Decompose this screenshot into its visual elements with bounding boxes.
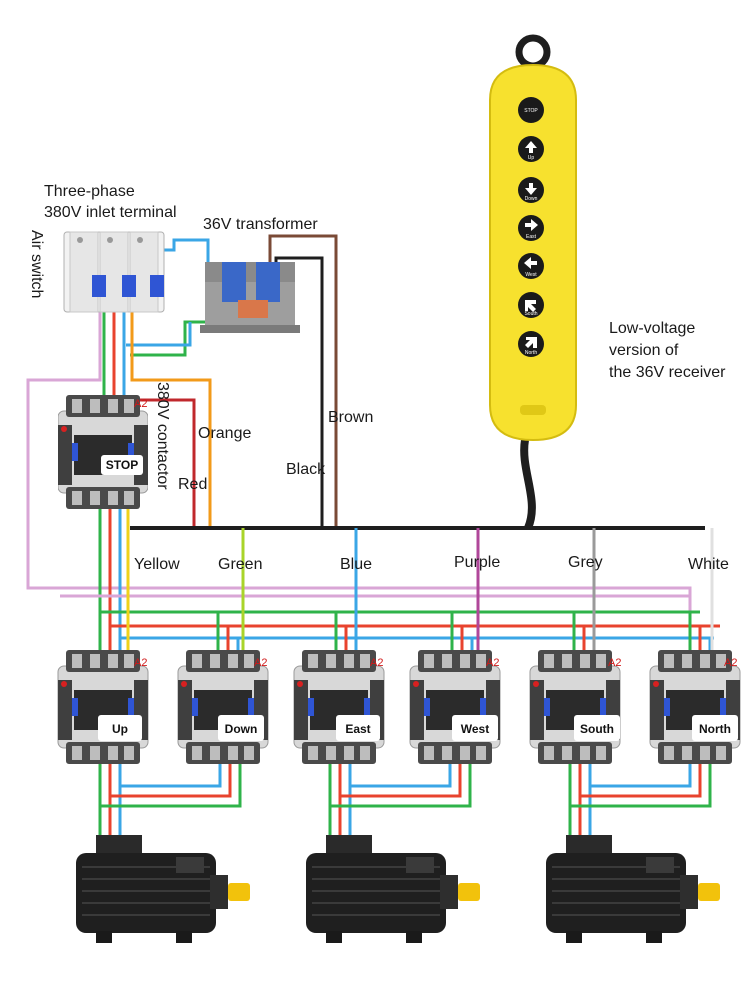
pendant-button-down: Down (518, 177, 544, 203)
contactor-north-a2: A2 (724, 657, 737, 669)
contactor-down: Down A2 (177, 650, 269, 765)
contactor-west: West A2 (409, 650, 501, 765)
contactor-stop-label: STOP (106, 458, 138, 472)
contactor-east: East A2 (293, 650, 385, 765)
wire-label-grey: Grey (568, 554, 603, 571)
pendant-controller (489, 34, 577, 442)
wire-label-yellow: Yellow (134, 556, 180, 573)
wire-label-green: Green (218, 556, 262, 573)
contactor-south-label: South (580, 722, 614, 736)
pendant-button-north: North (518, 331, 544, 357)
inlet-label-line2: 380V inlet terminal (44, 204, 177, 221)
wire-label-brown: Brown (328, 409, 373, 426)
motor-1 (76, 835, 251, 944)
pendant-button-up: Up (518, 136, 544, 162)
contactor-up: Up A2 (57, 650, 149, 765)
contactor-up-a2: A2 (134, 657, 147, 669)
contactor-down-a2: A2 (254, 657, 267, 669)
transformer (200, 262, 300, 333)
wire-label-orange: Orange (198, 425, 251, 442)
inlet-label-line1: Three-phase (44, 183, 135, 200)
contactor-north-label: North (699, 722, 731, 736)
contactor-west-a2: A2 (486, 657, 499, 669)
svg-text:South: South (524, 311, 537, 317)
wire-label-black: Black (286, 461, 326, 478)
svg-text:Up: Up (528, 155, 535, 161)
motor-2 (306, 835, 481, 944)
receiver-label-line3: the 36V receiver (609, 364, 726, 381)
svg-text:West: West (525, 272, 537, 278)
wire-label-blue: Blue (340, 556, 372, 573)
pendant-button-south: South (518, 292, 544, 318)
contactor-380v-label: 380V contactor (154, 382, 171, 490)
contactor-east-label: East (345, 722, 370, 736)
contactor-south-a2: A2 (608, 657, 621, 669)
svg-text:East: East (526, 234, 537, 240)
contactor-east-a2: A2 (370, 657, 383, 669)
svg-text:STOP: STOP (524, 108, 538, 114)
air-switch (63, 231, 165, 313)
receiver-label-line1: Low-voltage (609, 320, 695, 337)
pendant-button-east: East (518, 215, 544, 241)
wire-label-white: White (688, 556, 729, 573)
svg-text:Down: Down (525, 196, 538, 202)
contactor-west-label: West (461, 722, 489, 736)
contactor-up-label: Up (112, 722, 128, 736)
air-switch-label: Air switch (28, 230, 45, 298)
contactor-south: South A2 (529, 650, 621, 765)
receiver-label-line2: version of (609, 342, 679, 359)
contactor-stop-a2: A2 (134, 398, 147, 410)
wire-label-purple: Purple (454, 554, 500, 571)
transformer-label: 36V transformer (203, 216, 318, 233)
pendant-button-west: West (518, 253, 544, 279)
pendant-button-stop: STOP (518, 97, 544, 123)
contactor-down-label: Down (225, 722, 258, 736)
contactor-stop: STOP A2 (58, 395, 148, 510)
contactor-north: North A2 (649, 650, 741, 765)
motor-3 (546, 835, 721, 944)
wire-label-red: Red (178, 476, 207, 493)
svg-text:North: North (525, 350, 537, 356)
